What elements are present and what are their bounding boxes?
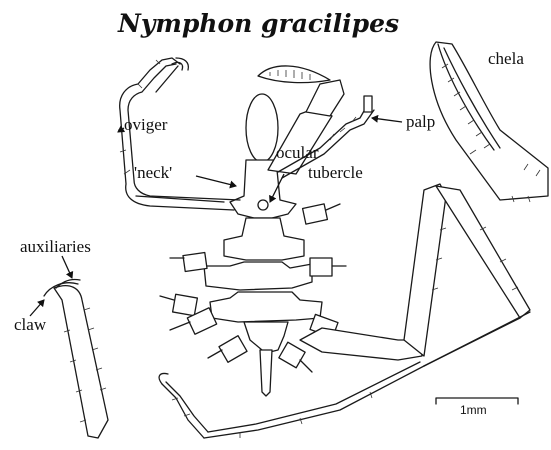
- label-palp: palp: [406, 112, 435, 131]
- scale-bar: 1mm: [436, 398, 518, 417]
- tarsus-segment: [54, 286, 108, 438]
- trunk-segment-2: [204, 262, 312, 290]
- coxa-right-4: [279, 342, 305, 368]
- trunk-segment-4: [244, 322, 288, 352]
- oviger: [118, 58, 240, 210]
- palp-tip: [364, 96, 372, 112]
- label-ocular: ocular: [276, 143, 319, 162]
- label-oviger: oviger: [124, 115, 168, 134]
- leg-distal: [162, 384, 204, 438]
- leg-distal-edge: [166, 382, 208, 432]
- leg-tarsus-lower: [424, 318, 520, 366]
- coxa-left-4: [219, 336, 247, 363]
- proboscis: [246, 94, 278, 162]
- trunk-segment-3: [210, 292, 322, 322]
- abdomen: [260, 350, 272, 396]
- leg-tibia-2: [436, 186, 530, 318]
- oviger-outline: [120, 58, 234, 210]
- leg-femur: [300, 328, 422, 360]
- label-claw: claw: [14, 315, 47, 334]
- ocular-tubercle: [258, 200, 268, 210]
- label-auxiliaries: auxiliaries: [20, 237, 91, 256]
- scale-bar-label: 1mm: [460, 403, 487, 417]
- arrow-palp: [372, 118, 402, 122]
- trunk-segment-1: [224, 218, 304, 260]
- leg-propodus-edge: [208, 362, 420, 432]
- coxa-left-2: [173, 294, 198, 316]
- figure-title: Nymphon gracilipes: [117, 9, 399, 38]
- arrow-auxiliaries: [62, 256, 72, 278]
- arrow-neck: [196, 176, 236, 186]
- tarsus-detail: [44, 279, 108, 438]
- chelifore-hand: [306, 80, 344, 116]
- label-chela: chela: [488, 49, 524, 68]
- coxa-left-1: [183, 253, 207, 272]
- coxa-right-2: [310, 258, 332, 276]
- leg-tibia-1: [404, 184, 446, 356]
- label-tubercle: tubercle: [308, 163, 363, 182]
- label-neck: 'neck': [134, 163, 172, 182]
- arrow-claw: [30, 300, 44, 316]
- coxa-right-1: [303, 204, 328, 224]
